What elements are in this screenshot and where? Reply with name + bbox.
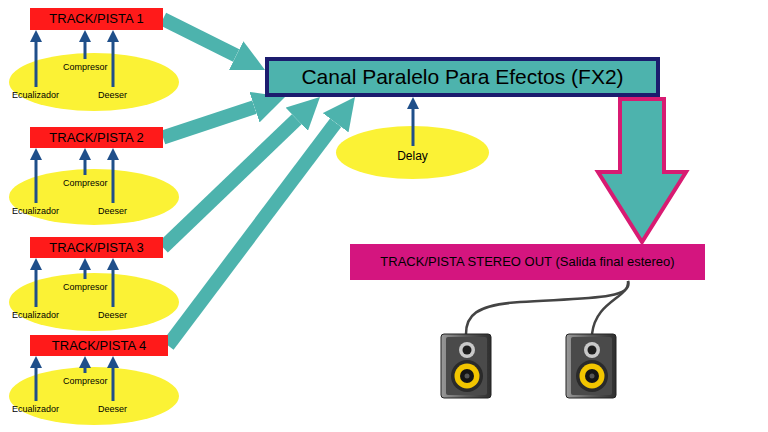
plugin-label: Compresor xyxy=(63,178,108,189)
plugin-label: Compresor xyxy=(63,62,108,73)
plugin-label: Compresor xyxy=(63,376,108,387)
plugin-arrow xyxy=(84,270,87,279)
ellipse-fill xyxy=(9,273,179,331)
output-box: TRACK/PISTA STEREO OUT (Salida final est… xyxy=(350,244,705,280)
plugin-label: Deeser xyxy=(98,404,127,415)
ellipse-fill xyxy=(9,53,179,111)
track-box: TRACK/PISTA 2 xyxy=(30,127,163,148)
plugin-arrow xyxy=(84,368,87,373)
plugin-label: Compresor xyxy=(63,282,108,293)
plugin-arrow xyxy=(84,42,87,59)
plugin-arrow xyxy=(35,368,38,401)
ellipse-shape xyxy=(8,272,180,332)
speaker-wire xyxy=(592,281,628,334)
plugin-ellipse: CompresorEcualizador Deeser xyxy=(8,272,180,332)
track-box: TRACK/PISTA 1 xyxy=(30,8,163,30)
send-arrow xyxy=(163,19,236,56)
fx-channel-box: Canal Paralelo Para Efectos (FX2) xyxy=(265,57,660,97)
node-label: Delay xyxy=(335,149,490,163)
plugin-arrow xyxy=(112,368,115,401)
speaker-icon xyxy=(441,334,491,398)
plugin-arrow xyxy=(35,160,38,203)
ellipse-fill xyxy=(336,126,489,179)
send-arrow xyxy=(168,123,336,346)
node-label: TRACK/PISTA 4 xyxy=(52,338,146,354)
node-label: Canal Paralelo Para Efectos (FX2) xyxy=(301,65,623,89)
speaker-icon xyxy=(566,334,616,398)
plugin-arrow xyxy=(112,42,115,87)
plugin-ellipse: CompresorEcualizador Deeser xyxy=(8,52,180,112)
speaker-wire xyxy=(466,281,628,334)
node-label: TRACK/PISTA 1 xyxy=(49,11,143,27)
ellipse-fill xyxy=(9,367,179,425)
send-arrow xyxy=(163,119,297,247)
output-arrow xyxy=(598,99,686,242)
ellipse-shape xyxy=(8,168,180,226)
ellipse-shape xyxy=(8,366,180,426)
plugin-label: Ecualizador xyxy=(12,310,59,321)
effect-ellipse: Delay xyxy=(335,125,490,180)
plugin-label: Deeser xyxy=(98,310,127,321)
plugin-label: Deeser xyxy=(98,206,127,217)
plugin-arrow xyxy=(84,160,87,175)
track-box: TRACK/PISTA 4 xyxy=(30,335,168,356)
send-arrow xyxy=(163,107,254,137)
track-box: TRACK/PISTA 3 xyxy=(30,237,163,258)
plugin-label: Ecualizador xyxy=(12,404,59,415)
plugin-ellipse: CompresorEcualizador Deeser xyxy=(8,366,180,426)
plugin-arrow xyxy=(35,270,38,307)
node-label: TRACK/PISTA 3 xyxy=(49,240,143,256)
node-label: TRACK/PISTA 2 xyxy=(49,130,143,146)
node-label: TRACK/PISTA STEREO OUT (Salida final est… xyxy=(380,254,674,270)
plugin-label: Ecualizador xyxy=(12,206,59,217)
plugin-label: Deeser xyxy=(98,90,127,101)
plugin-ellipse: CompresorEcualizador Deeser xyxy=(8,168,180,226)
plugin-label: Ecualizador xyxy=(12,90,59,101)
plugin-arrow xyxy=(112,160,115,203)
plugin-arrow xyxy=(35,42,38,87)
ellipse-shape xyxy=(8,52,180,112)
ellipse-fill xyxy=(9,169,179,225)
plugin-arrow xyxy=(412,109,415,146)
plugin-arrow xyxy=(112,270,115,307)
